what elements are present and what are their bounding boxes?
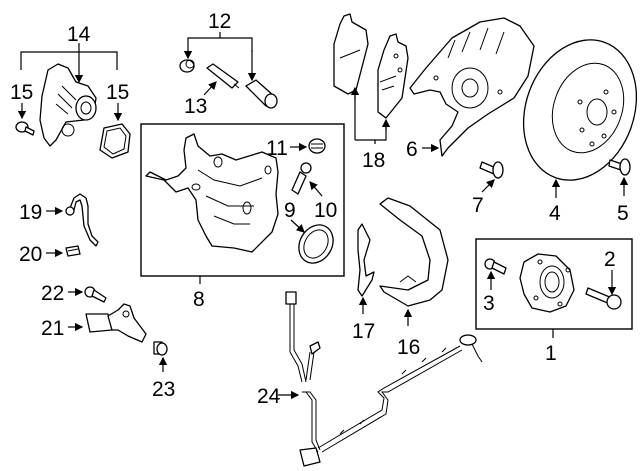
brake-rotor[interactable] xyxy=(505,24,640,196)
bleeder-screw[interactable] xyxy=(291,162,312,195)
rotor-screw[interactable] xyxy=(608,158,631,176)
callout-10-arrow xyxy=(309,181,323,197)
motor-screw[interactable] xyxy=(15,121,35,136)
brake-pad-outer[interactable] xyxy=(333,13,369,95)
guide-pin-sleeve[interactable] xyxy=(245,79,278,109)
hose-clip[interactable] xyxy=(65,245,81,257)
callout-18: 18 xyxy=(362,149,385,172)
sensor-bolt[interactable] xyxy=(84,286,107,303)
callout-7-arrow xyxy=(481,179,495,193)
callout-9-arrow xyxy=(290,219,305,233)
callout-12-leader xyxy=(187,37,253,52)
callout-5: 5 xyxy=(617,202,629,225)
callout-4: 4 xyxy=(549,202,561,225)
caliper-group-box xyxy=(140,123,345,277)
callout-20: 20 xyxy=(19,243,42,266)
hub-bearing-assembly[interactable] xyxy=(519,253,575,313)
callout-3: 3 xyxy=(483,292,495,315)
guide-pin[interactable] xyxy=(206,63,240,89)
callout-9: 9 xyxy=(284,199,296,222)
callout-14-leader xyxy=(20,51,118,70)
callout-1: 1 xyxy=(545,342,557,365)
callout-6: 6 xyxy=(406,138,418,161)
sensor-grommet[interactable] xyxy=(153,341,168,356)
pad-spring[interactable] xyxy=(357,223,375,297)
callout-2: 2 xyxy=(604,248,616,271)
abs-wheel-speed-sensor[interactable] xyxy=(85,303,147,343)
callout-13: 13 xyxy=(184,95,207,118)
callout-15b: 15 xyxy=(106,81,129,104)
callout-15a: 15 xyxy=(10,81,33,104)
callout-13-arrow xyxy=(203,81,217,96)
hub-bolt[interactable] xyxy=(585,287,622,310)
callout-16: 16 xyxy=(397,336,420,359)
callout-24: 24 xyxy=(257,385,281,408)
callout-14: 14 xyxy=(67,23,91,46)
callout-17: 17 xyxy=(352,320,375,343)
callout-7: 7 xyxy=(472,194,484,217)
brake-pad-inner[interactable] xyxy=(377,33,409,119)
brake-caliper[interactable] xyxy=(145,133,279,253)
callout-23: 23 xyxy=(152,378,175,401)
piston-seal[interactable] xyxy=(292,219,340,270)
callout-11: 11 xyxy=(266,137,288,160)
motor-seal-ring[interactable] xyxy=(99,123,131,159)
bleeder-cap[interactable] xyxy=(308,138,326,154)
callout-12: 12 xyxy=(208,10,231,33)
splash-shield[interactable] xyxy=(409,17,535,157)
hub-screw[interactable] xyxy=(484,258,507,275)
caliper-bracket[interactable] xyxy=(379,197,449,307)
callout-22: 22 xyxy=(41,282,64,305)
parking-brake-motor[interactable] xyxy=(39,63,97,147)
callout-10: 10 xyxy=(314,199,337,222)
wiring-harness[interactable] xyxy=(285,291,483,467)
brake-hose[interactable] xyxy=(65,193,99,247)
callout-19: 19 xyxy=(19,201,42,224)
hub-group-box xyxy=(475,238,633,330)
shield-bolt[interactable] xyxy=(479,161,504,179)
callout-8: 8 xyxy=(193,288,205,311)
callout-21: 21 xyxy=(41,317,64,340)
guide-pin-cap[interactable] xyxy=(179,59,195,73)
